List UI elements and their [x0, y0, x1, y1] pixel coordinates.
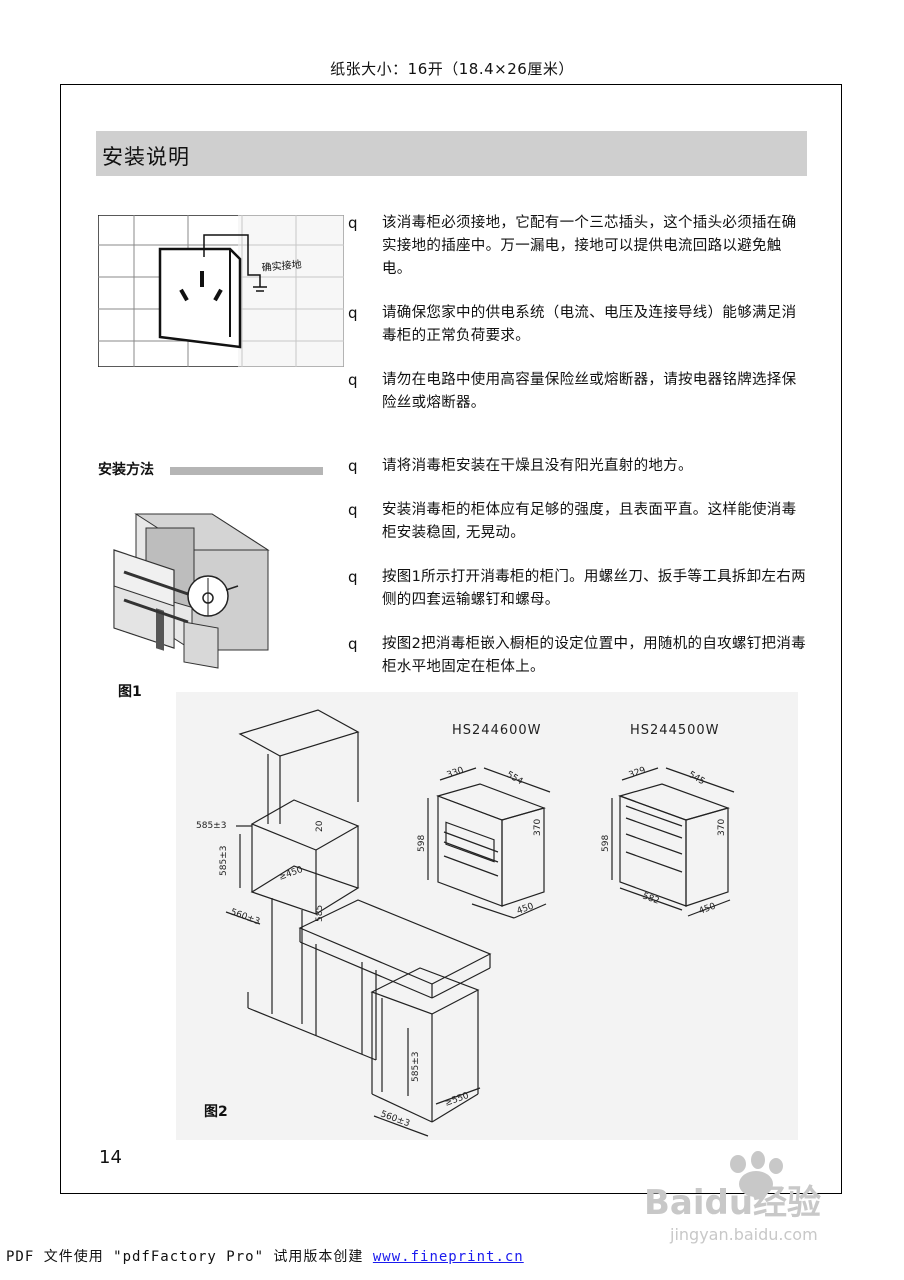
- figure-2-installation-diagram: 585±3 585±3 ≥450 560±3 20 585 585±3 ≥550…: [176, 692, 798, 1140]
- step-item: q 按图2把消毒柜嵌入橱柜的设定位置中，用随机的自攻螺钉把消毒柜水平地固定在柜体…: [348, 633, 808, 679]
- step-text: 安装消毒柜的柜体应有足够的强度，且表面平直。这样能使消毒柜安装稳固, 无晃动。: [382, 502, 797, 541]
- page-number: 14: [99, 1147, 122, 1168]
- install-subtitle: 安装方法: [98, 462, 154, 478]
- note-item: q 该消毒柜必须接地，它配有一个三芯插头，这个插头必须插在确实接地的插座中。万一…: [348, 212, 808, 281]
- bullet-mark: q: [348, 457, 358, 475]
- note-text: 该消毒柜必须接地，它配有一个三芯插头，这个插头必须插在确实接地的插座中。万一漏电…: [382, 215, 797, 277]
- bullet-mark: q: [348, 371, 358, 389]
- step-text: 按图1所示打开消毒柜的柜门。用螺丝刀、扳手等工具拆卸左右两侧的四套运输螺钉和螺母…: [382, 569, 806, 608]
- figure-1-cabinet-illustration: [113, 513, 270, 669]
- paw-logo-icon: [730, 1151, 783, 1197]
- footer-text: PDF 文件使用 "pdfFactory Pro" 试用版本创建: [6, 1249, 373, 1265]
- grounded-socket-illustration: 确实接地: [98, 215, 344, 367]
- bullet-mark: q: [348, 568, 358, 586]
- note-item: q 请勿在电路中使用高容量保险丝或熔断器，请按电器铭牌选择保险丝或熔断器。: [348, 369, 808, 415]
- paper-size-note: 纸张大小：16开（18.4×26厘米）: [330, 60, 574, 78]
- model-b-height: 598: [601, 835, 611, 852]
- page-frame: [60, 84, 842, 1194]
- bullet-mark: q: [348, 635, 358, 653]
- step-item: q 按图1所示打开消毒柜的柜门。用螺丝刀、扳手等工具拆卸左右两侧的四套运输螺钉和…: [348, 566, 808, 612]
- ground-label: 确实接地: [261, 258, 302, 274]
- pdf-footer: PDF 文件使用 "pdfFactory Pro" 试用版本创建 www.fin…: [6, 1246, 524, 1266]
- dim-height: 585±3: [219, 846, 229, 876]
- model-a-side: 370: [533, 819, 543, 836]
- step-item: q 安装消毒柜的柜体应有足够的强度，且表面平直。这样能使消毒柜安装稳固, 无晃动…: [348, 499, 808, 545]
- step-text: 请将消毒柜安装在干燥且没有阳光直射的地方。: [382, 458, 693, 474]
- note-text: 请勿在电路中使用高容量保险丝或熔断器，请按电器铭牌选择保险丝或熔断器。: [382, 372, 797, 411]
- install-steps: q 请将消毒柜安装在干燥且没有阳光直射的地方。 q 安装消毒柜的柜体应有足够的强…: [348, 455, 808, 700]
- bullet-mark: q: [348, 214, 358, 232]
- subtitle-underline: [170, 467, 323, 475]
- dim-mid: 585: [315, 905, 325, 922]
- dim-lower-height: 585±3: [411, 1052, 421, 1082]
- note-item: q 请确保您家中的供电系统（电流、电压及连接导线）能够满足消毒柜的正常负荷要求。: [348, 302, 808, 348]
- safety-notes: q 该消毒柜必须接地，它配有一个三芯插头，这个插头必须插在确实接地的插座中。万一…: [348, 212, 808, 436]
- step-item: q 请将消毒柜安装在干燥且没有阳光直射的地方。: [348, 455, 808, 478]
- bullet-mark: q: [348, 501, 358, 519]
- model-b-side: 370: [717, 819, 727, 836]
- model-a-name: HS244600W: [452, 723, 542, 738]
- section-title: 安装说明: [102, 145, 190, 169]
- watermark-url: jingyan.baidu.com: [669, 1225, 818, 1244]
- dim-gap: 20: [315, 820, 325, 832]
- bullet-mark: q: [348, 304, 358, 322]
- note-text: 请确保您家中的供电系统（电流、电压及连接导线）能够满足消毒柜的正常负荷要求。: [382, 305, 797, 344]
- figure-1-label: 图1: [118, 684, 142, 700]
- dim-width-top: 585±3: [196, 821, 226, 831]
- watermark-brand: Baidu经验: [644, 1183, 821, 1223]
- section-title-bar: 安装说明: [96, 131, 807, 176]
- footer-link[interactable]: www.fineprint.cn: [372, 1249, 524, 1265]
- model-a-height: 598: [417, 835, 427, 852]
- figure-2-label: 图2: [204, 1104, 228, 1120]
- model-b-name: HS244500W: [630, 723, 720, 738]
- baidu-jingyan-watermark: Baidu经验 jingyan.baidu.com: [644, 1151, 821, 1244]
- step-text: 按图2把消毒柜嵌入橱柜的设定位置中，用随机的自攻螺钉把消毒柜水平地固定在柜体上。: [382, 636, 806, 675]
